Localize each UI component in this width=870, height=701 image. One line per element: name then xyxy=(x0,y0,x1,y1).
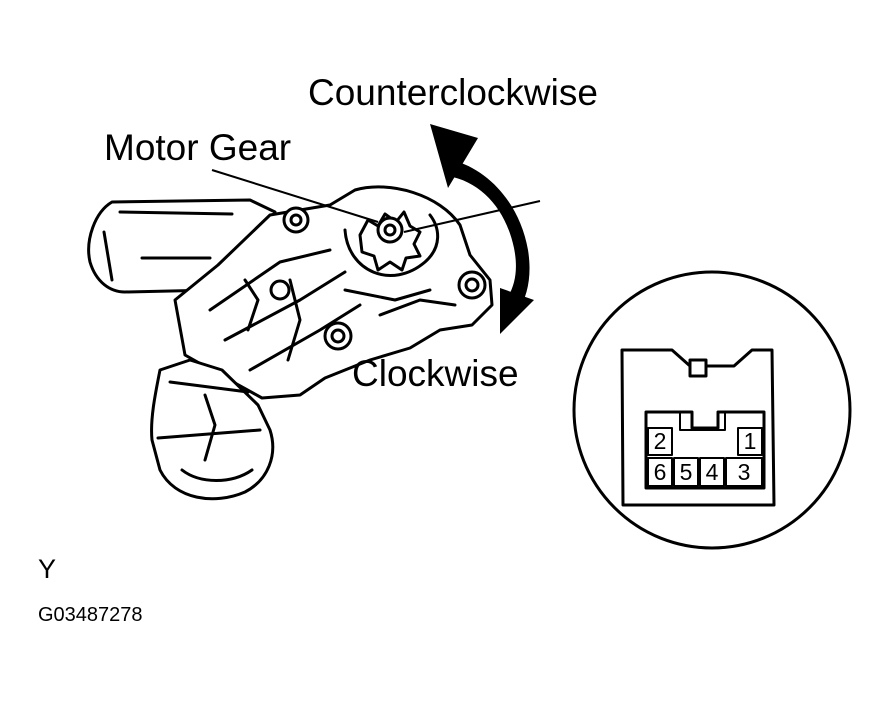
pin-label: 1 xyxy=(743,428,757,454)
figure-code: G03487278 xyxy=(38,604,143,626)
gear-pointer-line xyxy=(403,200,541,233)
counterclockwise-label: Counterclockwise xyxy=(308,72,598,113)
clockwise-label: Clockwise xyxy=(352,353,519,394)
bolt-left xyxy=(269,279,291,301)
arrowhead-cw xyxy=(500,288,534,334)
view-letter: Y xyxy=(38,554,57,584)
connector-shell xyxy=(620,348,776,507)
pin-label: 6 xyxy=(653,459,667,485)
connector-latch xyxy=(688,358,708,378)
motor-gear-leader xyxy=(211,169,379,223)
motor-gear xyxy=(358,210,422,272)
lower-bracket xyxy=(150,358,275,501)
gear-housing-arc xyxy=(343,213,440,277)
connector-cavity xyxy=(644,410,766,490)
motor-assembly xyxy=(87,185,494,501)
pin-label: 5 xyxy=(679,459,693,485)
pin-label: 4 xyxy=(705,459,719,485)
rotation-arrow xyxy=(430,124,534,334)
pin-label: 2 xyxy=(653,428,667,454)
connector-view xyxy=(572,270,852,550)
connector-view-circle xyxy=(572,270,852,550)
arrowhead-ccw xyxy=(430,124,478,188)
pin-label: 3 xyxy=(737,459,751,485)
motor-gear-label: Motor Gear xyxy=(104,127,292,168)
